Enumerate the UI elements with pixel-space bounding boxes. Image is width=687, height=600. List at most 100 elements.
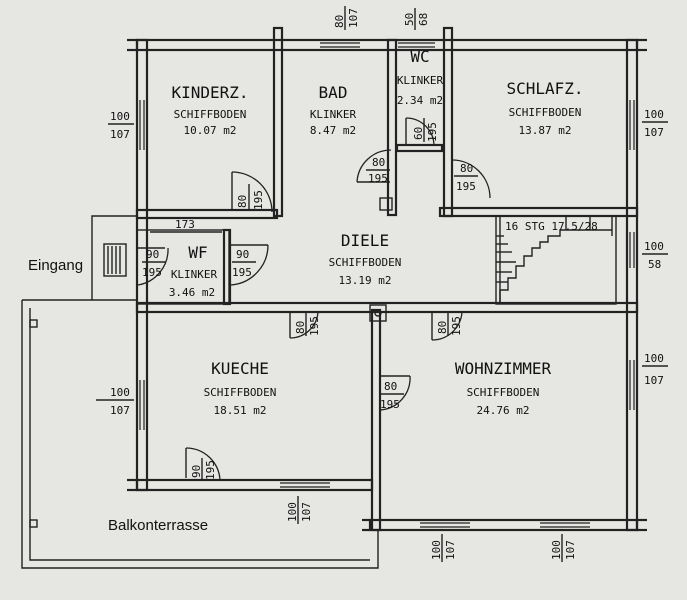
door-dim-bad: 80 195 (366, 156, 390, 185)
svg-text:100: 100 (644, 352, 664, 365)
room-area-wf: 3.46 m2 (169, 286, 215, 299)
svg-text:195: 195 (456, 180, 476, 193)
svg-text:80: 80 (460, 162, 473, 175)
window-dim-bottom-kueche: 100 107 (286, 496, 313, 524)
svg-text:100: 100 (110, 386, 130, 399)
svg-text:68: 68 (417, 13, 430, 26)
svg-text:195: 195 (380, 398, 400, 411)
wall-mid-horizontal (135, 301, 639, 314)
svg-text:100: 100 (430, 540, 443, 560)
wf-width-dimension: 173 (175, 218, 195, 231)
balkonterrasse-label: Balkonterrasse (108, 517, 208, 534)
room-floor-wc: KLINKER (397, 74, 444, 87)
room-area-bad: 8.47 m2 (310, 124, 356, 137)
eingang-label: Eingang (28, 257, 83, 274)
svg-text:195: 195 (308, 316, 321, 336)
windows (139, 42, 635, 528)
window-dim-bottom-wohnzimmer-1: 100 107 (430, 534, 457, 562)
wall-bad-wc (386, 38, 398, 217)
room-floor-kinderz: SCHIFFBODEN (174, 108, 247, 121)
svg-text:100: 100 (644, 108, 664, 121)
window-dim-schlafz: 100 107 (642, 108, 668, 139)
door-dim-entrance: 90 195 (142, 248, 166, 279)
svg-text:60: 60 (412, 127, 425, 140)
room-name-bad: BAD (319, 83, 348, 102)
wall-bottom-wohnzimmer (368, 518, 639, 532)
stairs (496, 216, 613, 304)
room-area-schlafz: 13.87 m2 (519, 124, 572, 137)
door-dim-terrace: 90 195 (190, 458, 217, 480)
window-dim-wohnzimmer-right: 100 107 (642, 352, 668, 387)
svg-text:80: 80 (236, 195, 249, 208)
svg-text:107: 107 (110, 404, 130, 417)
terrace-post-top (29, 319, 38, 328)
room-floor-bad: KLINKER (310, 108, 357, 121)
room-area-kueche: 18.51 m2 (214, 404, 267, 417)
room-floor-diele: SCHIFFBODEN (329, 256, 402, 269)
room-floor-wohnzimmer: SCHIFFBODEN (467, 386, 540, 399)
wall-wc-schlafz (442, 26, 454, 218)
post-diele (379, 197, 393, 211)
entrance-wall (91, 215, 137, 300)
post-mid (369, 304, 387, 322)
svg-text:50: 50 (403, 13, 416, 26)
window-dim-stairs: 100 58 (642, 240, 668, 271)
stairs-label: 16 STG 17.5/28 (505, 220, 598, 233)
svg-text:80: 80 (333, 15, 346, 28)
door-dim-wohnzimmer: 80 195 (436, 312, 463, 336)
door-dim-schlafz: 80 195 (454, 162, 478, 193)
svg-text:107: 107 (564, 540, 577, 560)
room-floor-wf: KLINKER (171, 268, 218, 281)
stairs-box (495, 215, 617, 305)
doors (137, 117, 491, 481)
svg-text:80: 80 (372, 156, 385, 169)
svg-text:195: 195 (204, 460, 217, 480)
svg-text:195: 195 (450, 316, 463, 336)
svg-text:107: 107 (110, 128, 130, 141)
svg-text:58: 58 (648, 258, 661, 271)
room-area-wohnzimmer: 24.76 m2 (477, 404, 530, 417)
room-name-wf: WF (188, 243, 207, 262)
svg-text:80: 80 (384, 380, 397, 393)
door-dim-wc: 60 195 (412, 118, 439, 142)
svg-text:107: 107 (644, 374, 664, 387)
svg-text:80: 80 (436, 321, 449, 334)
room-name-wohnzimmer: WOHNZIMMER (455, 359, 552, 378)
window-dim-bottom-wohnzimmer-2: 100 107 (550, 534, 577, 562)
door-dim-kueche: 80 195 (294, 312, 321, 336)
svg-text:195: 195 (142, 266, 162, 279)
svg-text:195: 195 (426, 122, 439, 142)
room-name-kueche: KUECHE (211, 359, 269, 378)
room-area-wc: 2.34 m2 (397, 94, 443, 107)
window-dim-top-bad: 80 107 (333, 6, 360, 30)
door-dim-kinderz: 80 195 (236, 184, 265, 210)
room-floor-schlafz: SCHIFFBODEN (509, 106, 582, 119)
room-floor-kueche: SCHIFFBODEN (204, 386, 277, 399)
room-name-wc: WC (410, 47, 429, 66)
post-mid-dot (374, 309, 382, 317)
door-dim-kueche-wohnzimmer: 80 195 (380, 380, 404, 411)
svg-text:195: 195 (368, 172, 388, 185)
svg-text:107: 107 (644, 126, 664, 139)
entrance-steps (103, 243, 127, 277)
svg-text:90: 90 (236, 248, 249, 261)
svg-text:195: 195 (252, 190, 265, 210)
svg-text:90: 90 (146, 248, 159, 261)
walls (91, 26, 647, 532)
room-name-schlafz: SCHLAFZ. (506, 79, 583, 98)
room-area-diele: 13.19 m2 (339, 274, 392, 287)
svg-text:107: 107 (347, 8, 360, 28)
wall-kinderz-bottom (135, 208, 279, 220)
svg-text:90: 90 (190, 465, 203, 478)
svg-text:100: 100 (644, 240, 664, 253)
room-name-kinderz: KINDERZ. (171, 83, 248, 102)
svg-text:107: 107 (300, 502, 313, 522)
window-dim-kinderz: 100 107 (108, 110, 134, 141)
svg-text:80: 80 (294, 321, 307, 334)
svg-text:107: 107 (444, 540, 457, 560)
room-name-diele: DIELE (341, 231, 389, 250)
door-dim-wf: 90 195 (232, 248, 256, 279)
svg-text:100: 100 (286, 502, 299, 522)
svg-text:100: 100 (110, 110, 130, 123)
